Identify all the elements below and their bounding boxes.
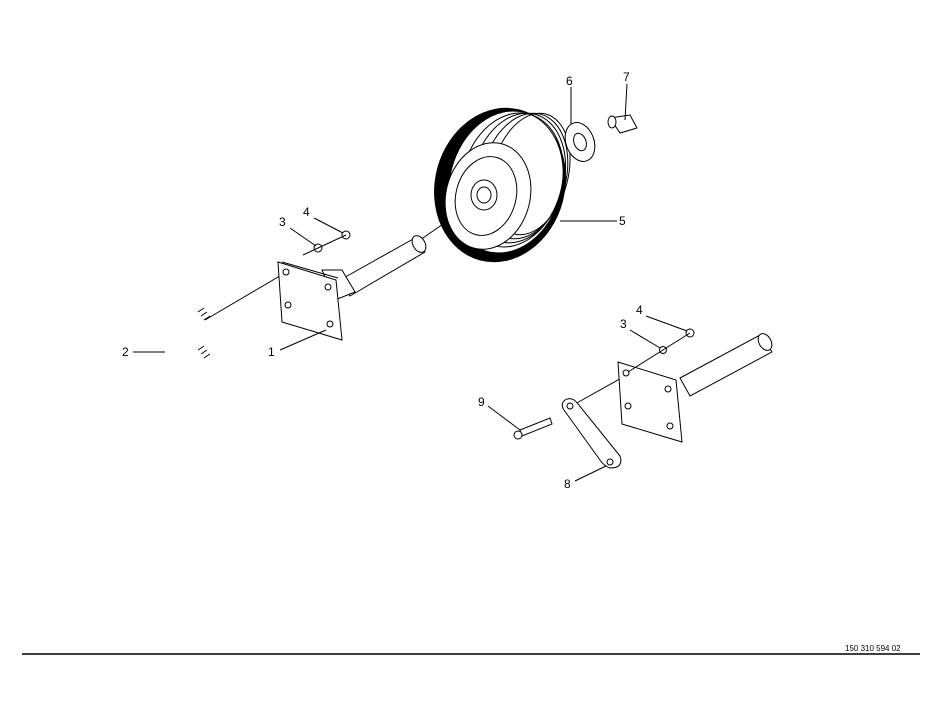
callout-9: 9 (478, 395, 485, 409)
callout-2: 2 (122, 345, 129, 359)
callout-5: 5 (619, 214, 626, 228)
callout-4-lower: 4 (636, 303, 643, 317)
callout-6: 6 (566, 74, 573, 88)
assembly-axis-line (204, 269, 291, 321)
callout-3: 3 (279, 215, 286, 229)
leader-line (302, 234, 347, 256)
washer-part-6 (564, 122, 596, 162)
callout-7: 7 (623, 70, 630, 84)
cap-part-7 (607, 114, 638, 134)
link-bar-part-8 (561, 398, 622, 469)
assembly-axis-line (574, 375, 626, 405)
callout-3-lower: 3 (620, 317, 627, 331)
callout-4: 4 (303, 205, 310, 219)
bolt-part-9 (513, 417, 553, 440)
callout-1: 1 (268, 345, 275, 359)
spindle-plate-lower (617, 333, 773, 443)
wheel-part-5 (434, 107, 571, 263)
leader-line (627, 332, 691, 373)
spindle-plate-part-1 (277, 235, 427, 341)
u-bolt-part-2 (166, 307, 213, 366)
part-number: 150 310 594 02 (845, 644, 901, 653)
callout-8: 8 (564, 477, 571, 491)
callout-leaders (133, 83, 688, 482)
